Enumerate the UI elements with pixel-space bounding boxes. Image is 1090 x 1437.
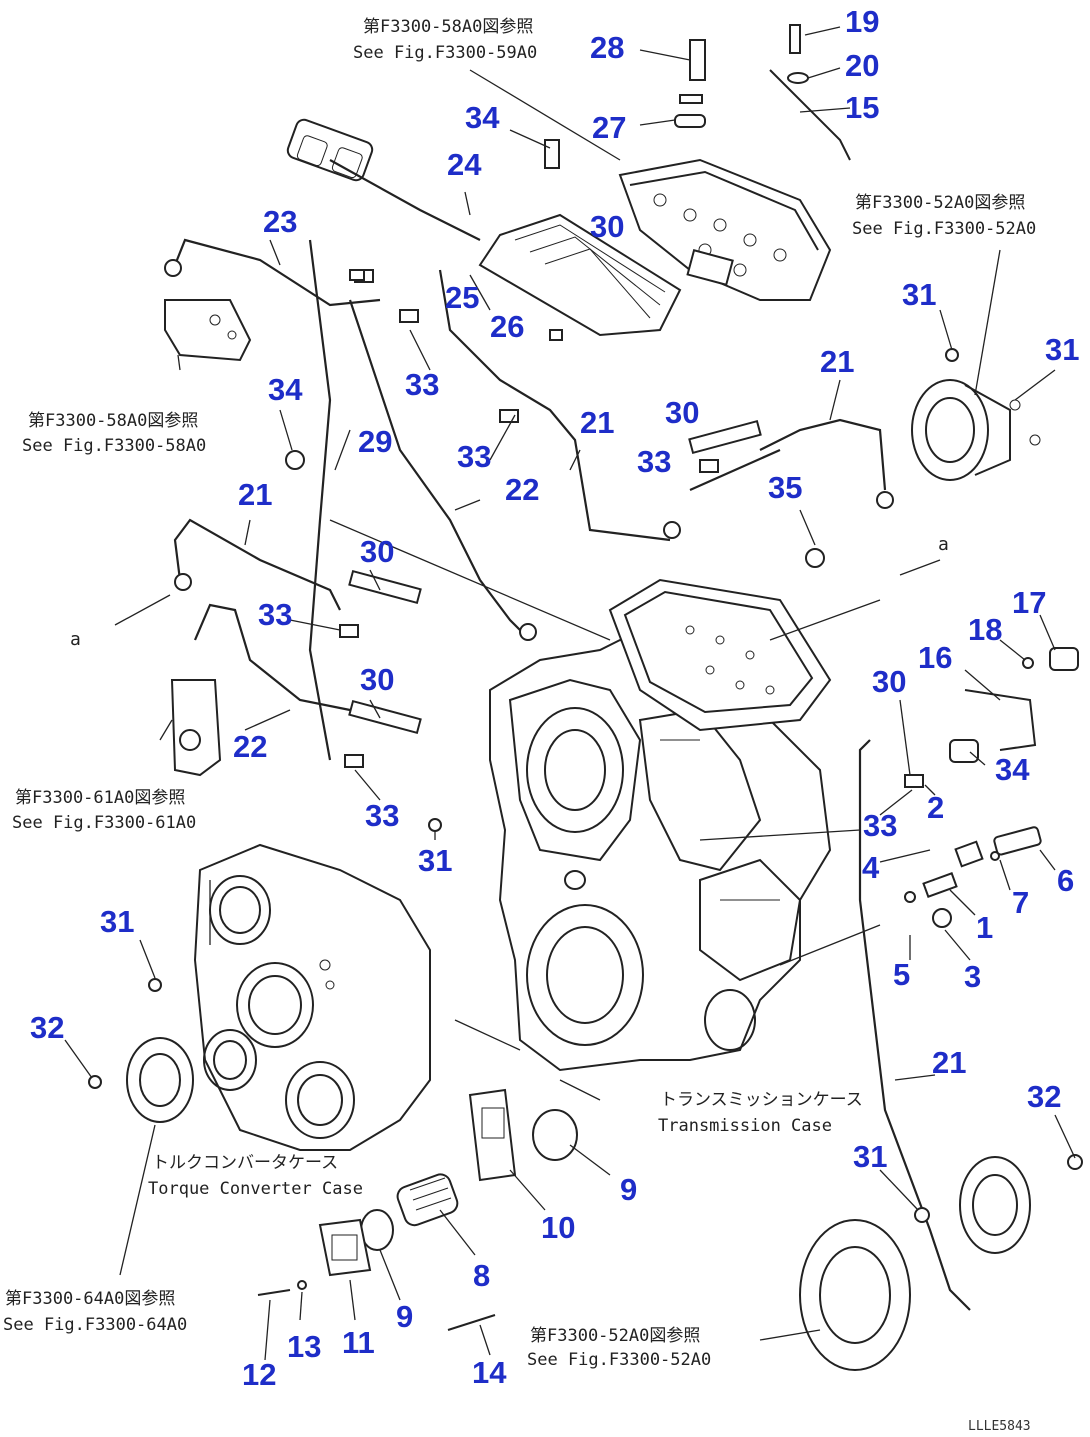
callout-24: 24	[447, 147, 482, 182]
callout-26: 26	[490, 309, 524, 344]
callout-34: 34	[995, 752, 1030, 787]
cover-plate-26	[478, 213, 682, 337]
callout-21: 21	[820, 344, 854, 379]
ref-52-bottom-jp: 第F3300-52A0図参照	[530, 1326, 700, 1346]
ref-52-bottom-en: See Fig.F3300-52A0	[527, 1350, 711, 1370]
connection-mark-a-left: a	[70, 629, 81, 650]
torque-converter-case-drawing	[193, 843, 431, 1151]
ref-59-en: See Fig.F3300-59A0	[353, 43, 537, 63]
callout-30: 30	[360, 534, 394, 569]
callout-30: 30	[590, 209, 624, 244]
flange-upper-right	[911, 379, 1041, 481]
callout-14: 14	[472, 1355, 507, 1390]
callout-31: 31	[853, 1139, 887, 1174]
callout-8: 8	[473, 1258, 490, 1293]
callout-29: 29	[358, 424, 392, 459]
callout-33: 33	[365, 798, 399, 833]
leader-lines	[64, 26, 1076, 1361]
ref-64-en: See Fig.F3300-64A0	[3, 1315, 187, 1335]
callout-21: 21	[932, 1045, 966, 1080]
ref-61-jp: 第F3300-61A0図参照	[15, 788, 185, 808]
callout-17: 17	[1012, 585, 1046, 620]
callout-15: 15	[845, 90, 879, 125]
callout-19: 19	[845, 4, 879, 39]
wiring-harness-connector	[286, 118, 374, 182]
torque-converter-case-label-jp: トルクコンバータケース	[152, 1153, 338, 1173]
ref-59-jp: 第F3300-58A0図参照	[363, 17, 533, 37]
ref-52-top-jp: 第F3300-52A0図参照	[855, 193, 1025, 213]
callout-28: 28	[590, 30, 624, 65]
callout-9: 9	[396, 1299, 413, 1334]
callout-32: 32	[30, 1010, 64, 1045]
callout-10: 10	[541, 1210, 575, 1245]
drawing-code: LLLE5843	[968, 1419, 1031, 1434]
callout-7: 7	[1012, 885, 1029, 920]
callout-34: 34	[268, 372, 303, 407]
callout-16: 16	[918, 640, 952, 675]
callout-23: 23	[263, 204, 297, 239]
sensor-block-58	[164, 299, 252, 362]
callout-27: 27	[592, 110, 626, 145]
ref-64-jp: 第F3300-64A0図参照	[5, 1289, 175, 1309]
control-valve-assembly	[618, 158, 832, 301]
callout-31: 31	[100, 904, 134, 939]
ref-52-top-en: See Fig.F3300-52A0	[852, 219, 1036, 239]
callout-5: 5	[893, 957, 910, 992]
callout-6: 6	[1057, 863, 1074, 898]
callout-31: 31	[902, 277, 936, 312]
callout-31: 31	[1045, 332, 1079, 367]
torque-converter-case-label-en: Torque Converter Case	[148, 1179, 363, 1199]
transmission-case-drawing	[489, 638, 832, 1072]
callout-33: 33	[258, 597, 292, 632]
connection-mark-a-right: a	[938, 534, 949, 555]
callout-18: 18	[968, 612, 1002, 647]
flange-lower-right	[799, 1156, 1031, 1371]
callout-33: 33	[637, 444, 671, 479]
reference-labels: 第F3300-58A0図参照 See Fig.F3300-59A0 第F3300…	[3, 17, 1036, 1434]
transmission-case-label-jp: トランスミッションケース	[660, 1090, 863, 1110]
callout-1: 1	[976, 910, 993, 945]
callout-3: 3	[964, 959, 981, 994]
flange-left	[126, 1037, 194, 1123]
ref-58-jp: 第F3300-58A0図参照	[28, 411, 198, 431]
callout-33: 33	[863, 808, 897, 843]
callout-13: 13	[287, 1329, 321, 1364]
callout-numbers: 19 28 20 15 34 27 24 30 23 31 31 25 26 2…	[30, 4, 1079, 1392]
ref-58-en: See Fig.F3300-58A0	[22, 436, 206, 456]
callout-20: 20	[845, 48, 879, 83]
sensor-block-61	[170, 679, 222, 777]
callout-31: 31	[418, 843, 452, 878]
callout-33: 33	[405, 367, 439, 402]
dipstick-tube	[858, 739, 971, 1311]
callout-12: 12	[242, 1357, 276, 1392]
callout-30: 30	[872, 664, 906, 699]
callout-32: 32	[1027, 1079, 1061, 1114]
clips-brackets	[88, 24, 1083, 1223]
callout-30: 30	[665, 395, 699, 430]
valve-plate	[608, 578, 832, 732]
callout-9: 9	[620, 1172, 637, 1207]
callout-25: 25	[445, 280, 479, 315]
callout-35: 35	[768, 470, 802, 505]
ref-61-en: See Fig.F3300-61A0	[12, 813, 196, 833]
callout-22: 22	[505, 472, 539, 507]
callout-21: 21	[580, 405, 614, 440]
callout-30: 30	[360, 662, 394, 697]
hydraulic-hoses	[173, 159, 887, 761]
callout-33: 33	[457, 439, 491, 474]
callout-11: 11	[342, 1325, 375, 1360]
transmission-case-label-en: Transmission Case	[658, 1116, 832, 1136]
callout-2: 2	[927, 790, 944, 825]
callout-22: 22	[233, 729, 267, 764]
callout-21: 21	[238, 477, 272, 512]
callout-34: 34	[465, 100, 500, 135]
callout-4: 4	[862, 850, 880, 885]
